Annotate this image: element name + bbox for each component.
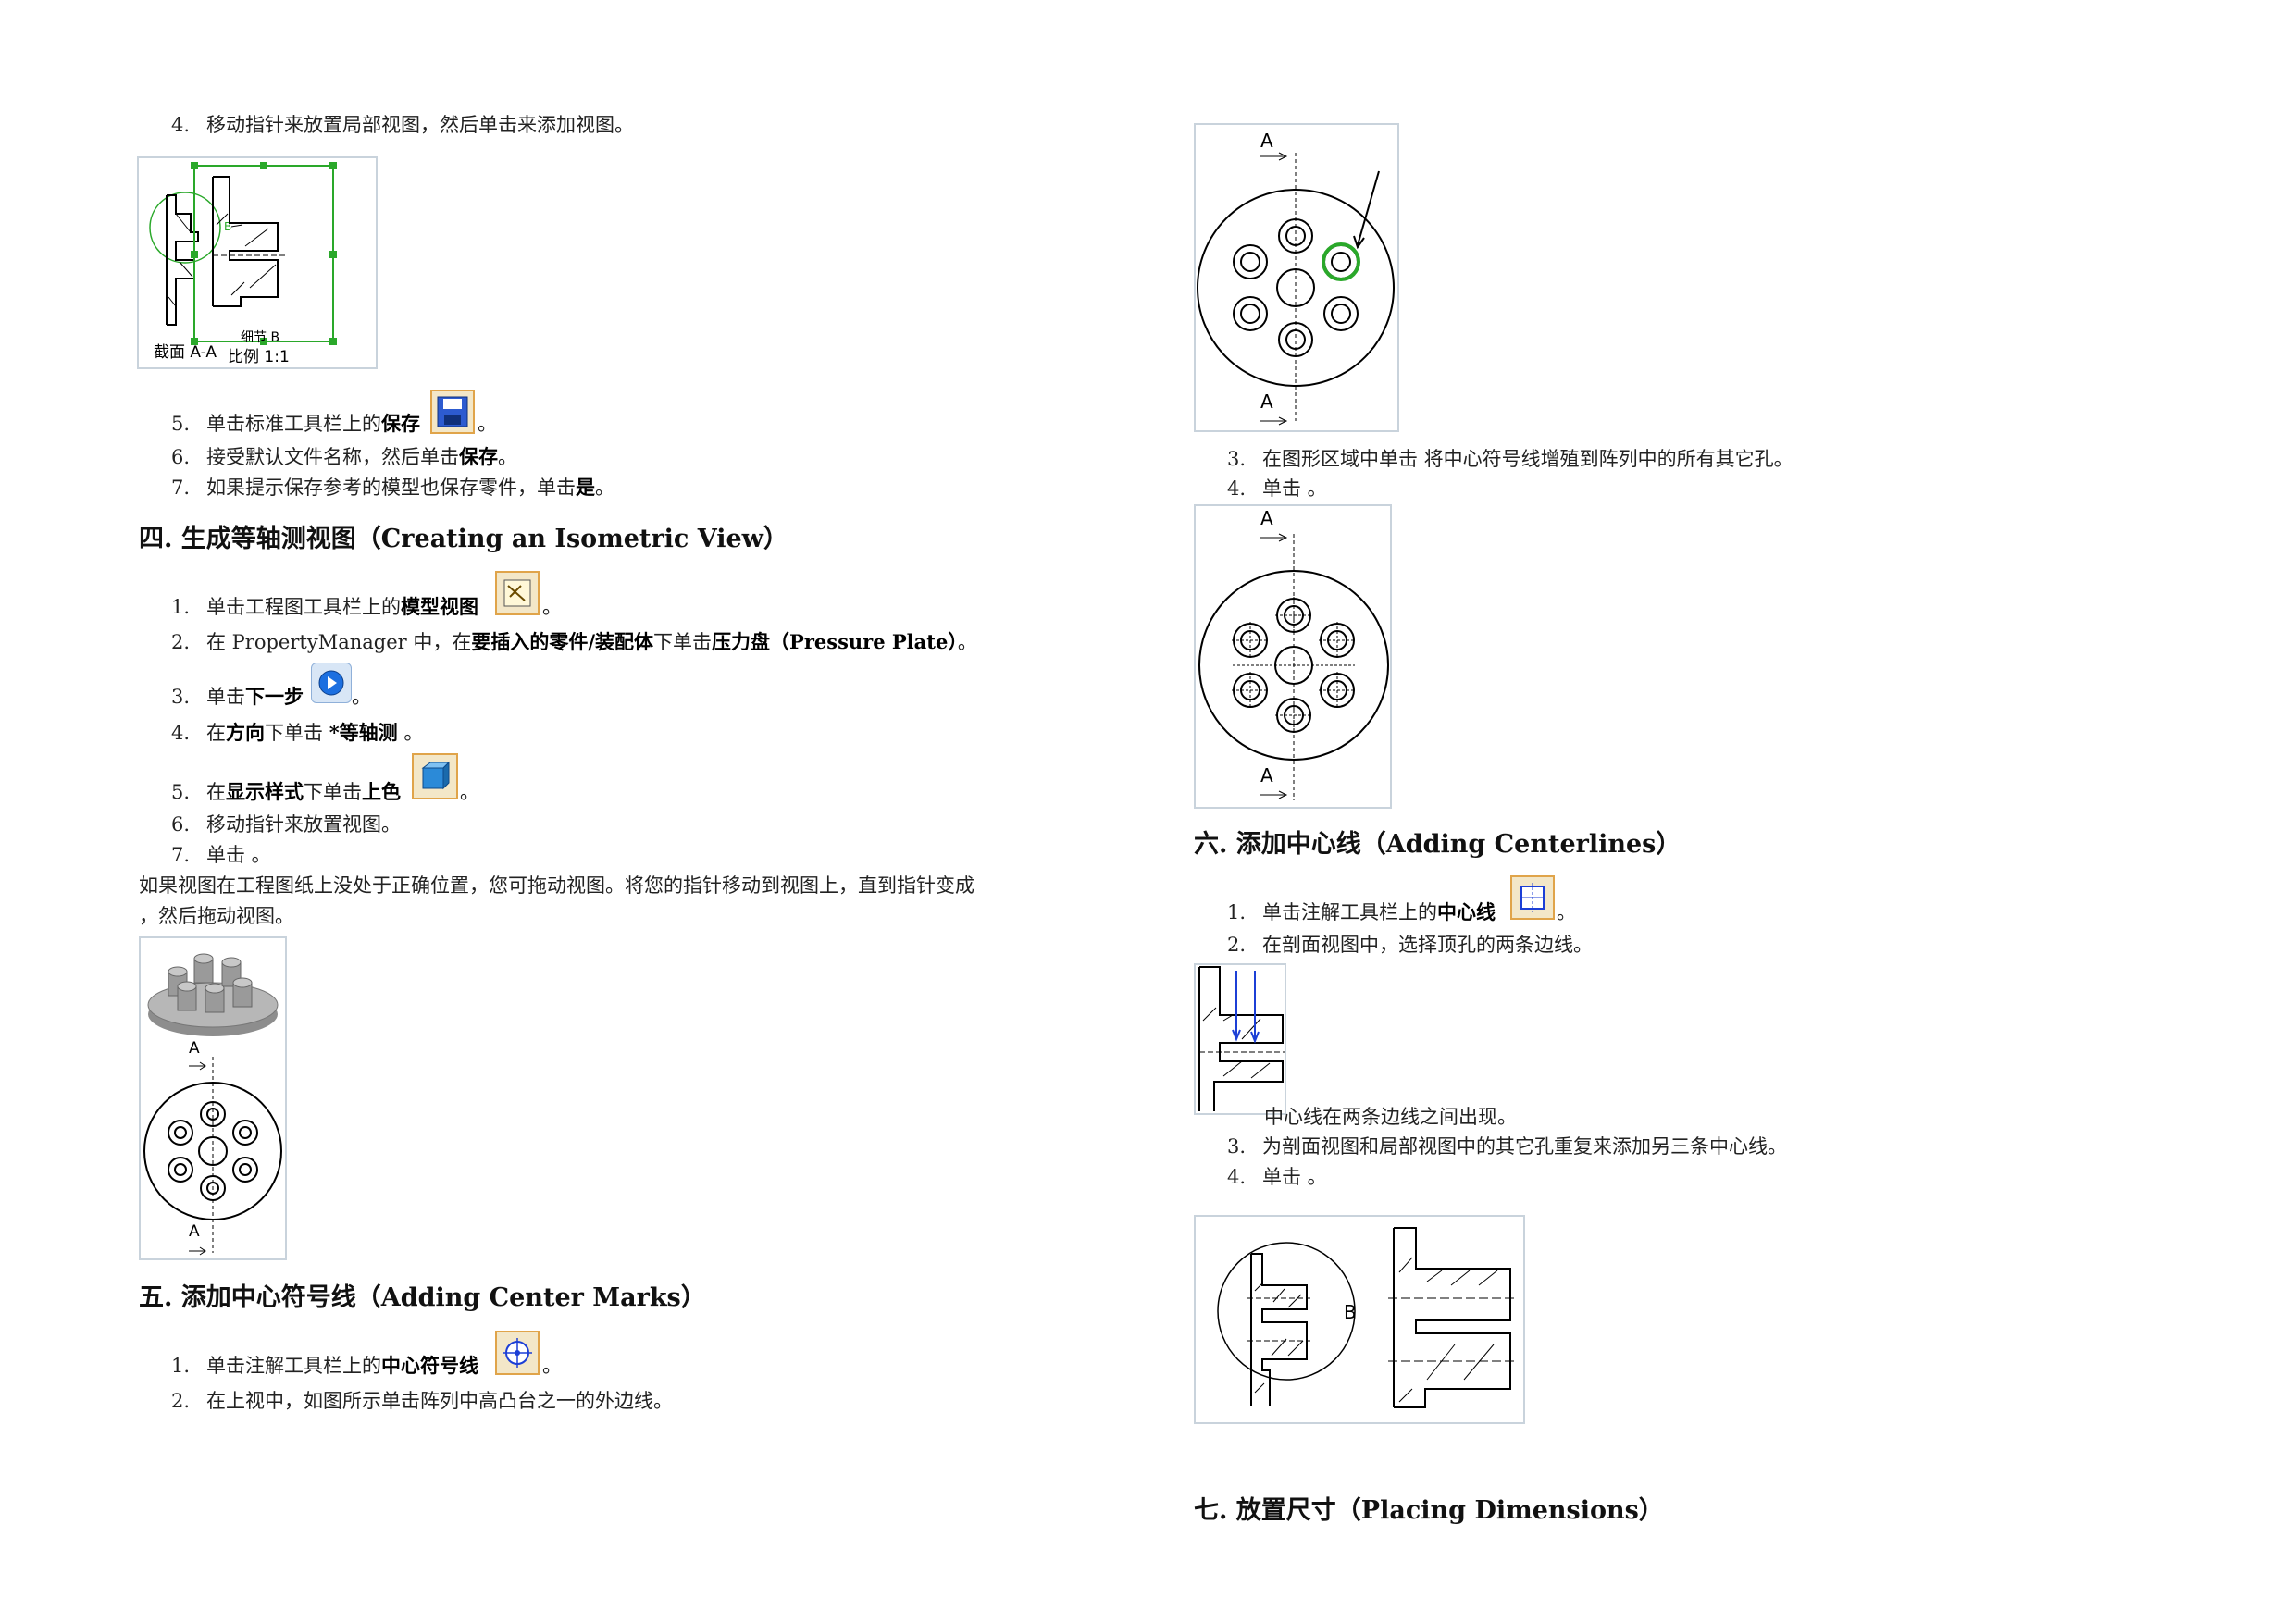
step-7-save-referenced: 7.如果提示保存参考的模型也保存零件，单击是。 bbox=[171, 476, 614, 499]
s4-step-6: 6.移动指针来放置视图。 bbox=[171, 813, 401, 836]
s5-step-1-period: 。 bbox=[542, 1355, 562, 1377]
fig2-label-bottom: A bbox=[189, 1222, 200, 1241]
s6-step-1: 1.单击注解工具栏上的中心线 bbox=[1227, 900, 1496, 923]
section-detail-view-figure: B 截面 A-A 细节 B 比例 1:1 bbox=[137, 156, 378, 369]
section-a-a-label: 截面 A-A bbox=[154, 343, 217, 362]
isometric-and-top-view-figure: A A bbox=[139, 936, 287, 1260]
hole-edges-selection-figure bbox=[1194, 963, 1286, 1115]
shaded-style-icon[interactable] bbox=[412, 753, 458, 799]
center-marks-propagated-figure: A A bbox=[1194, 504, 1392, 809]
s4-step-5: 5.在显示样式下单击上色 bbox=[171, 780, 401, 803]
fig4-label-top: A bbox=[1260, 507, 1273, 529]
fig2-label-top: A bbox=[189, 1039, 200, 1058]
step-5-period: 。 bbox=[478, 413, 497, 435]
next-arrow-icon[interactable] bbox=[311, 663, 352, 703]
s4-step-4: 4.在方向下单击 *等轴测 。 bbox=[171, 721, 424, 744]
s4-step-2: 2.在 PropertyManager 中，在要插入的零件/装配体下单击压力盘（… bbox=[171, 630, 977, 653]
center-mark-icon[interactable] bbox=[495, 1331, 540, 1375]
s4-step-1: 1.单击工程图工具栏上的模型视图 bbox=[171, 595, 478, 618]
centerline-icon[interactable] bbox=[1510, 875, 1555, 920]
center-mark-selection-figure: A A bbox=[1194, 123, 1399, 432]
s4-step-1-period: 。 bbox=[542, 596, 562, 618]
centerline-appears-note: 中心线在两条边线之间出现。 bbox=[1264, 1106, 1517, 1128]
section-5-heading: 五. 添加中心符号线（Adding Center Marks） bbox=[139, 1283, 706, 1312]
section-7-heading: 七. 放置尺寸（Placing Dimensions） bbox=[1194, 1496, 1664, 1525]
s4-step-7: 7.单击 。 bbox=[171, 844, 271, 866]
s6-step-1-period: 。 bbox=[1557, 901, 1576, 923]
s4-step-5-period: 。 bbox=[460, 781, 479, 803]
s6-step-3: 3.为剖面视图和局部视图中的其它孔重复来添加另三条中心线。 bbox=[1227, 1135, 1787, 1158]
right-step-3: 3.在图形区域中单击 将中心符号线增殖到阵列中的所有其它孔。 bbox=[1227, 448, 1793, 470]
step-4-move-pointer: 4.移动指针来放置局部视图，然后单击来添加视图。 bbox=[171, 114, 634, 136]
s4-step-3-period: 。 bbox=[352, 686, 371, 708]
scale-label: 比例 1:1 bbox=[228, 348, 290, 366]
step-6-accept-name: 6.接受默认文件名称，然后单击保存。 bbox=[171, 445, 517, 468]
section-4-heading: 四. 生成等轴测视图（Creating an Isometric View） bbox=[139, 525, 788, 553]
s5-step-1: 1.单击注解工具栏上的中心符号线 bbox=[171, 1354, 478, 1377]
right-step-4: 4.单击 。 bbox=[1227, 477, 1327, 500]
detail-circle-label: B bbox=[224, 220, 231, 233]
fig3-label-bottom: A bbox=[1260, 390, 1273, 413]
fig4-label-bottom: A bbox=[1260, 764, 1273, 787]
s6-step-2: 2.在剖面视图中，选择顶孔的两条边线。 bbox=[1227, 934, 1593, 956]
section-and-detail-centerlines-figure: B bbox=[1194, 1215, 1525, 1424]
fig6-detail-label: B bbox=[1344, 1301, 1357, 1323]
save-icon[interactable] bbox=[430, 390, 475, 434]
section-6-heading: 六. 添加中心线（Adding Centerlines） bbox=[1194, 830, 1682, 859]
s4-step-3: 3.单击下一步 bbox=[171, 685, 304, 708]
drag-view-paragraph-line2: ，然后拖动视图。 bbox=[139, 905, 294, 927]
drag-view-paragraph-line1: 如果视图在工程图纸上没处于正确位置，您可拖动视图。将您的指针移动到视图上，直到指… bbox=[139, 874, 974, 897]
detail-b-label: 细节 B bbox=[241, 330, 279, 345]
fig3-label-top: A bbox=[1260, 130, 1273, 152]
model-view-icon[interactable] bbox=[495, 571, 540, 615]
step-5-save: 5.单击标准工具栏上的保存 bbox=[171, 412, 420, 435]
s6-step-4: 4.单击 。 bbox=[1227, 1166, 1327, 1188]
s5-step-2: 2.在上视中，如图所示单击阵列中高凸台之一的外边线。 bbox=[171, 1390, 673, 1412]
